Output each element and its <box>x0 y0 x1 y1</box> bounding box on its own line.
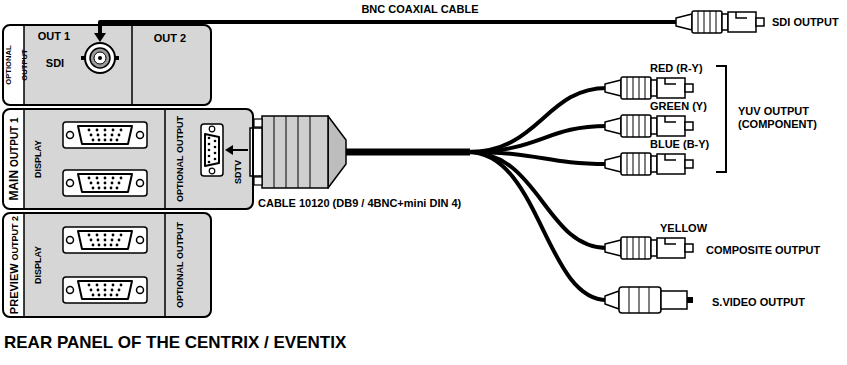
label-group: MAIN OUTPUT 1 <box>8 117 20 200</box>
output-name: COMPOSITE OUTPUT <box>706 244 820 257</box>
bnc-plug <box>605 237 693 259</box>
output-name: SDI OUTPUT <box>772 16 839 29</box>
signal-name: GREEN (Y) <box>650 100 707 113</box>
label-group: OUT 2 <box>154 29 186 45</box>
panel-divider <box>24 212 165 318</box>
label-group: OPTIONAL OUTPUT <box>170 116 186 202</box>
panel-label: SDTV <box>233 160 243 184</box>
panel-label: SDI <box>46 57 64 69</box>
label-group: OPTIONAL OUTPUT <box>0 29 30 101</box>
panel-label: OPTIONAL OUTPUT <box>175 116 185 202</box>
label-group: DISPLAY <box>28 140 44 178</box>
panel-ground <box>2 212 212 318</box>
bnc-plug <box>605 153 693 175</box>
label-group: PREVIEW OUTPUT 2 <box>9 216 20 314</box>
label-group: SDTV <box>228 160 244 184</box>
panel-section: PREVIEW OUTPUT 2 DISPLAY OPTIONAL OUTPUT <box>2 212 212 318</box>
signal-name: RED (R-Y) <box>650 62 703 75</box>
db15-socket <box>63 277 147 303</box>
panel-label: OUT 2 <box>154 32 186 44</box>
panel-divider <box>24 24 132 106</box>
label-group: DISPLAY <box>28 246 44 284</box>
db15-socket <box>63 122 147 148</box>
panel-label: OPTIONAL OUTPUT <box>4 45 29 84</box>
panel-label: OUTPUT 1 <box>10 117 20 166</box>
panel-divider <box>24 108 165 210</box>
label-group: OUT 1 <box>38 27 70 43</box>
mini-din-plug <box>605 287 693 313</box>
output-name: YUV OUTPUT (COMPONENT) <box>738 105 834 130</box>
db9-socket <box>201 124 223 176</box>
panel-label: PREVIEW <box>9 263 20 314</box>
panel-label: DISPLAY <box>33 140 43 178</box>
group-bracket <box>716 66 726 172</box>
panel-section: MAIN OUTPUT 1 DISPLAY OPTIONAL OUTPUT SDTV <box>2 108 254 210</box>
panel-label: OUTPUT 2 <box>11 216 20 261</box>
panel-section: OPTIONAL OUTPUT OUT 1 SDI OUT 2 <box>2 24 212 106</box>
label-group: OPTIONAL OUTPUT <box>170 222 186 308</box>
panel-label: OUT 1 <box>38 30 70 42</box>
plug-arrow <box>232 149 248 151</box>
panel-ground <box>2 24 212 106</box>
signal-name: BLUE (B-Y) <box>650 138 709 151</box>
panel-strip <box>2 212 24 318</box>
db15-socket <box>63 170 147 196</box>
panel-strip <box>2 108 24 210</box>
breakout-wires <box>468 88 607 300</box>
cable-name: CABLE 10120 (DB9 / 4BNC+mini DIN 4) <box>258 197 461 210</box>
panel-label: OPTIONAL OUTPUT <box>175 222 185 308</box>
figure-title: REAR PANEL OF THE CENTRIX / EVENTIX <box>4 334 346 353</box>
breakout-cable <box>346 149 470 156</box>
panel-label: MAIN <box>8 170 20 201</box>
label-group: SDI <box>46 54 64 70</box>
bnc-socket <box>81 43 119 73</box>
plug-arrow <box>94 33 106 42</box>
panel-ground <box>2 108 254 210</box>
db15-socket <box>63 227 147 253</box>
plug-arrow <box>225 145 233 155</box>
bnc-plug <box>676 11 764 33</box>
panel-label: DISPLAY <box>33 246 43 284</box>
signal-name: YELLOW <box>660 222 707 235</box>
output-name: S.VIDEO OUTPUT <box>712 296 805 309</box>
cable-name: BNC COAXIAL CABLE <box>361 3 478 16</box>
bnc-plug <box>605 77 693 99</box>
bnc-plug <box>605 115 693 137</box>
db9-plug <box>250 116 346 188</box>
